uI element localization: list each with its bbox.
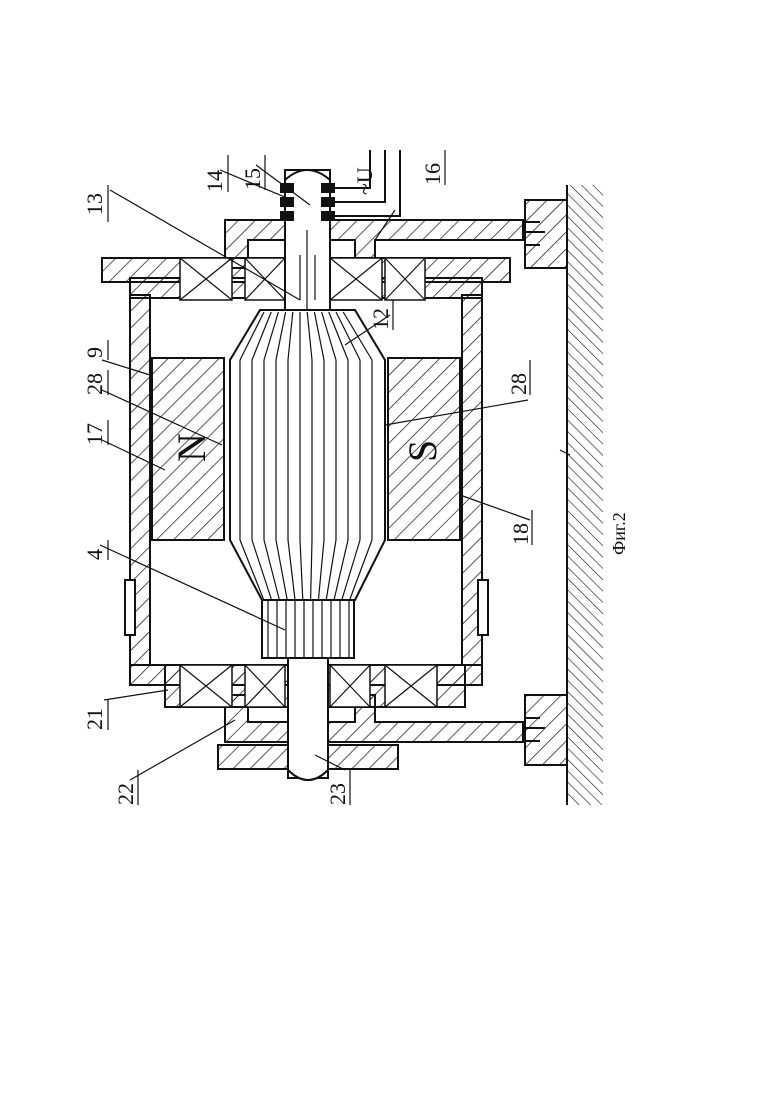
ref-4: 4 (82, 549, 107, 560)
ref-12: 12 (368, 308, 393, 330)
ref-15: 15 (240, 168, 265, 190)
ref-22: 22 (113, 783, 138, 805)
ref-14: 14 (202, 170, 227, 192)
ref-18: 18 (508, 523, 533, 545)
ref-16: 16 (420, 163, 445, 185)
ref-17: 17 (82, 423, 107, 445)
foundation-base (525, 185, 603, 805)
ref-28-left: 28 (82, 373, 107, 395)
pole-south-label: S (400, 440, 445, 462)
ref-13: 13 (82, 193, 107, 215)
ref-28-right: 28 (506, 373, 531, 395)
pole-north-label: N (169, 433, 214, 462)
figure-caption: Фиг.2 (609, 512, 629, 555)
supply-label: ~U (352, 167, 377, 195)
ref-23: 23 (325, 783, 350, 805)
ref-9: 9 (82, 347, 107, 358)
rotor (230, 310, 385, 658)
ref-21: 21 (82, 708, 107, 730)
